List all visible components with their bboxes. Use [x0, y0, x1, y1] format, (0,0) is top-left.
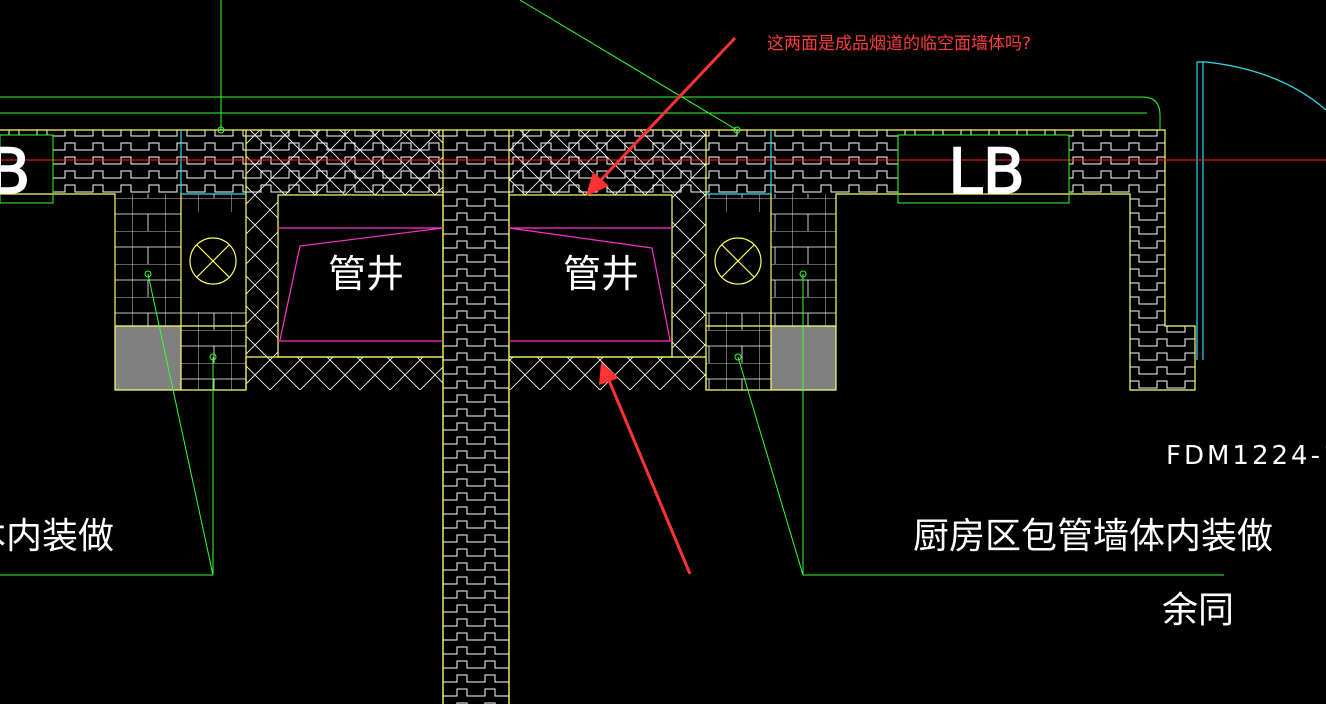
shaft-outlines: [278, 227, 672, 342]
leader-lines: [0, 0, 1224, 576]
shaft-right-void: [509, 195, 672, 357]
gray-fill-left: [115, 326, 181, 390]
tag-box-right-void: [898, 135, 1069, 203]
tag-box-left-void: [0, 135, 53, 203]
shaft-left-void: [278, 195, 443, 357]
cyan-lines: [180, 61, 1326, 360]
right-wall-foot-hatch: [1165, 326, 1195, 390]
shaft-left-label: 管井: [328, 252, 404, 296]
note-right: 厨房区包管墙体内装做: [913, 516, 1273, 557]
shaft-right-label: 管井: [563, 252, 639, 296]
note-right-2: 余同: [1162, 590, 1234, 631]
door-code: FDM1224-1: [1166, 441, 1326, 471]
pipe-circles: [189, 237, 762, 285]
tag-right: LB: [948, 135, 1025, 208]
right-wall-hatch: [1130, 194, 1165, 390]
annotation-question: 这两面是成品烟道的临空面墙体吗?: [767, 34, 1031, 54]
wall-outlines: [0, 129, 1196, 704]
note-left: 本内装做: [0, 516, 114, 557]
center-wall-hatch-cover: [443, 194, 509, 390]
annotation-arrows: [586, 36, 737, 575]
tag-left: B: [0, 135, 31, 208]
